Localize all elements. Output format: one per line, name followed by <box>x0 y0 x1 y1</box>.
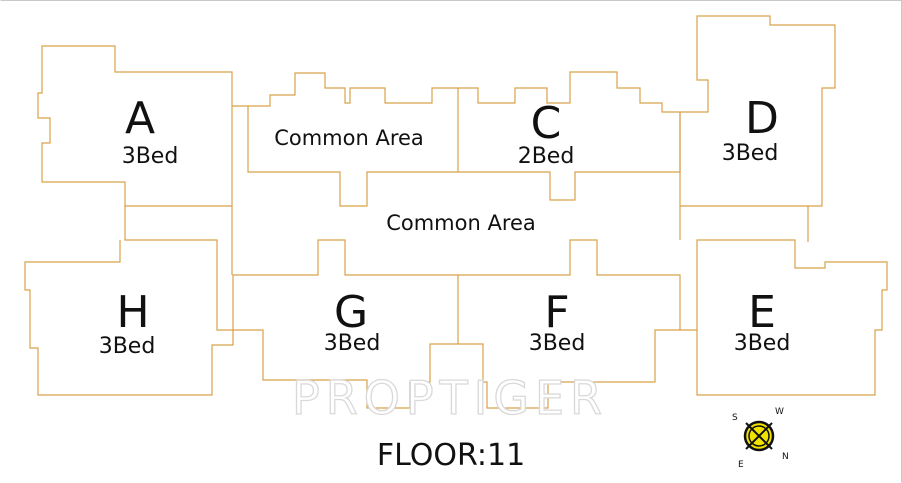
unit-g-label: G 3Bed <box>324 287 381 356</box>
unit-a-type: 3Bed <box>122 144 179 169</box>
compass-icon: S W E N <box>732 407 789 470</box>
unit-h-type: 3Bed <box>99 334 156 359</box>
common-area-top-outline <box>232 72 459 207</box>
floor-label: FLOOR:11 <box>377 438 525 473</box>
compass-letter-e: E <box>738 460 744 470</box>
unit-g-letter: G <box>334 287 368 338</box>
unit-a-outline <box>37 45 233 207</box>
compass-axis-we <box>745 422 773 450</box>
unit-d-outline <box>679 15 836 207</box>
unit-d-type: 3Bed <box>722 141 779 166</box>
unit-a-label: A 3Bed <box>122 93 179 169</box>
unit-h-label: H 3Bed <box>99 287 156 359</box>
compass-letter-w: W <box>775 407 784 417</box>
unit-h-letter: H <box>116 287 149 338</box>
unit-c-outline <box>458 71 681 201</box>
unit-e-letter: E <box>748 287 776 338</box>
compass-letter-n: N <box>782 452 789 462</box>
unit-a-letter: A <box>125 93 155 144</box>
common-area-label-center: Common Area <box>386 211 536 235</box>
unit-f-letter: F <box>544 287 569 338</box>
unit-e-label: E 3Bed <box>734 287 791 356</box>
compass-inner-ring <box>748 425 770 447</box>
unit-f-type: 3Bed <box>529 331 586 356</box>
unit-c-type: 2Bed <box>518 144 575 169</box>
unit-h-outline <box>24 206 234 396</box>
unit-d-label: D 3Bed <box>722 93 779 166</box>
unit-e-outline <box>680 239 888 396</box>
watermark: PROPTIGER <box>292 371 608 425</box>
unit-c-label: C 2Bed <box>518 98 575 169</box>
unit-f-label: F 3Bed <box>529 287 586 356</box>
unit-g-type: 3Bed <box>324 331 381 356</box>
compass-letter-s: S <box>732 413 738 423</box>
unit-g-outline <box>232 239 459 409</box>
common-area-label-top: Common Area <box>274 126 424 150</box>
unit-d-letter: D <box>745 93 779 144</box>
unit-c-letter: C <box>531 98 562 149</box>
unit-e-type: 3Bed <box>734 331 791 356</box>
unit-f-outline <box>458 239 681 409</box>
